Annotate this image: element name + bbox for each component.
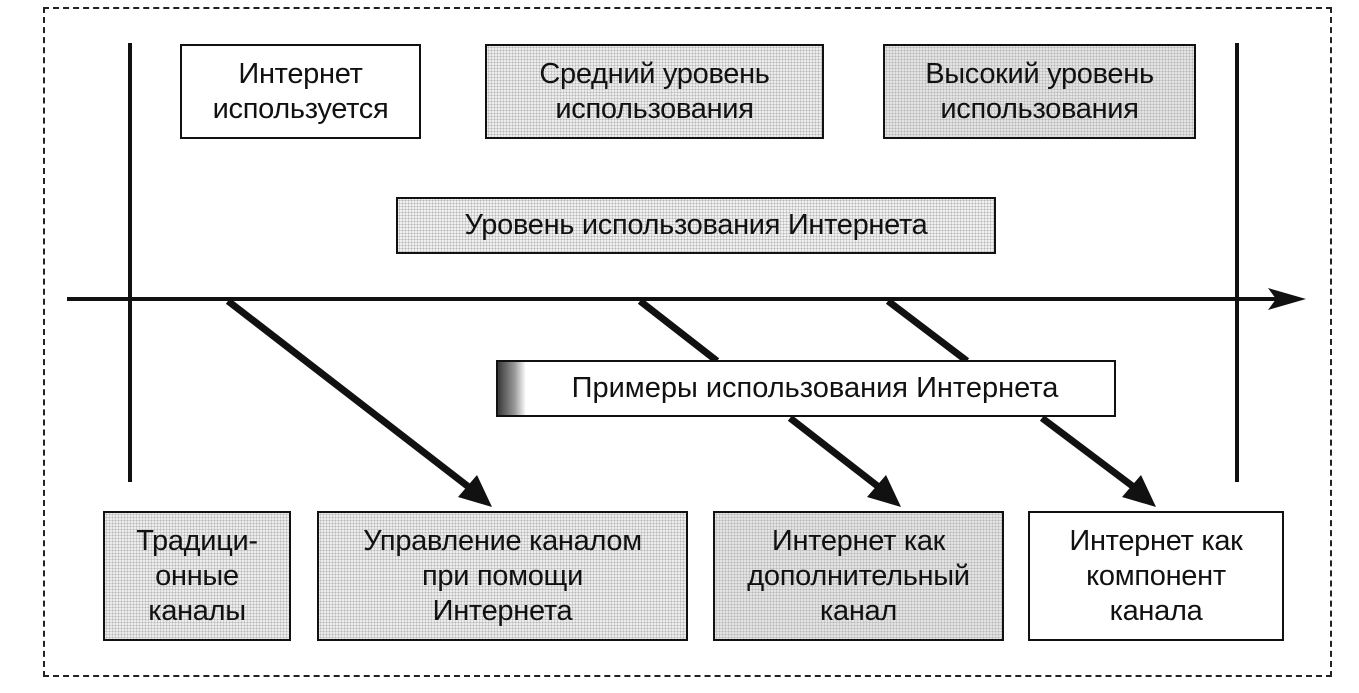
box-channel-component: Интернет как компонент канала — [1028, 511, 1284, 641]
arrowhead-channel-management — [458, 475, 492, 507]
arrow-to-channel-component-lower — [1039, 415, 1138, 491]
arrow-to-channel-management — [225, 298, 473, 491]
box-internet-used: Интернет используется — [180, 44, 421, 139]
arrow-to-additional-channel-lower — [787, 415, 883, 491]
axis-label: Уровень использования Интернета — [396, 197, 996, 254]
arrowhead-additional-channel — [867, 475, 901, 507]
box-medium-level: Средний уровень использования — [485, 44, 824, 139]
examples-label-text: Примеры использования Интернета — [571, 372, 1059, 404]
examples-label-shade — [498, 362, 526, 415]
axis-arrowhead — [1268, 288, 1306, 310]
examples-label: Примеры использования Интернета — [496, 360, 1116, 417]
diagonal-arrows — [225, 298, 1138, 491]
diagram-frame — [43, 7, 1332, 677]
box-high-level: Высокий уровень использования — [883, 44, 1196, 139]
arrow-to-additional-channel-upper — [637, 298, 720, 364]
arrow-to-channel-component-upper — [885, 298, 970, 364]
box-channel-management: Управление каналом при помощи Интернета — [317, 511, 688, 641]
arrowhead-channel-component — [1122, 475, 1156, 507]
box-traditional-channels: Традици- онные каналы — [103, 511, 291, 641]
box-additional-channel: Интернет как дополнительный канал — [713, 511, 1004, 641]
